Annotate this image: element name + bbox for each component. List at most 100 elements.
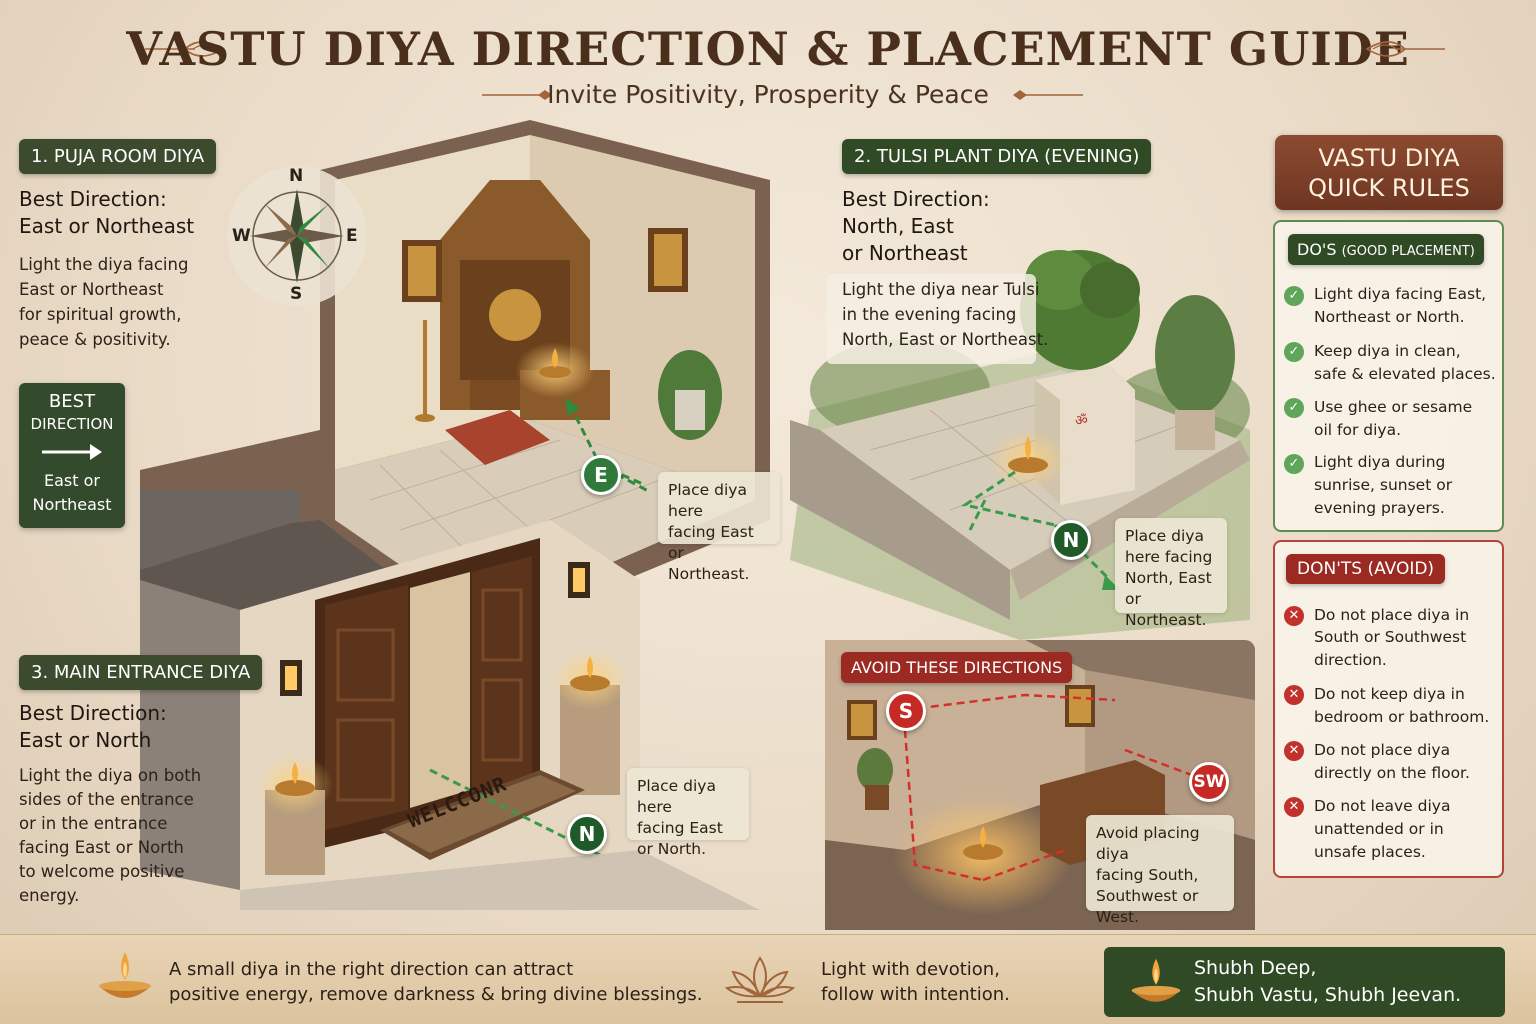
page-title: VASTU DIYA DIRECTION & PLACEMENT GUIDE bbox=[126, 22, 1410, 76]
compass-w-label: W bbox=[232, 226, 251, 246]
do-item-4-line2: sunrise, sunset or bbox=[1314, 476, 1453, 494]
dont-item-4-line1: Do not leave diya bbox=[1314, 797, 1451, 815]
dos-label: DO'S (GOOD PLACEMENT) bbox=[1288, 234, 1484, 265]
cross-icon: ✕ bbox=[1284, 741, 1304, 761]
entrance-callout-line2: facing East bbox=[637, 819, 723, 837]
entrance-body-line3: or in the entrance bbox=[19, 814, 168, 833]
avoid-callout-line4: West. bbox=[1096, 908, 1140, 926]
do-item-4-line1: Light diya during bbox=[1314, 453, 1446, 471]
tulsi-plant-illustration: ॐ bbox=[790, 250, 1250, 640]
tulsi-label: 2. TULSI PLANT DIYA (EVENING) bbox=[842, 139, 1152, 174]
puja-callout-line2: facing East bbox=[668, 523, 754, 541]
dont-item-2-line1: Do not keep diya in bbox=[1314, 685, 1465, 703]
footer-left-line2: positive energy, remove darkness & bring… bbox=[169, 984, 703, 1005]
footer-right-line2: Shubh Vastu, Shubh Jeevan. bbox=[1194, 984, 1462, 1006]
entrance-callout-line3: or North. bbox=[637, 840, 707, 858]
footer-middle-line1: Light with devotion, bbox=[821, 959, 1000, 980]
tulsi-body-panel bbox=[826, 274, 1036, 364]
do-item-2-line2: safe & elevated places. bbox=[1314, 365, 1496, 383]
tulsi-callout-line2: here facing bbox=[1125, 548, 1213, 566]
footer-middle-line2: follow with intention. bbox=[821, 984, 1010, 1005]
compass-n-label: N bbox=[289, 166, 304, 186]
entrance-body-line6: energy. bbox=[19, 886, 80, 905]
best-direction-box: BEST DIRECTION East or Northeast bbox=[19, 383, 125, 528]
tulsi-callout-line1: Place diya bbox=[1125, 527, 1204, 545]
tulsi-heading-line3: or Northeast bbox=[842, 241, 968, 265]
dos-label-main: DO'S bbox=[1297, 240, 1337, 259]
tulsi-callout: Place diya here facing North, East or No… bbox=[1115, 518, 1227, 629]
best-box-line4: Northeast bbox=[32, 495, 112, 514]
tulsi-body-line1: Light the diya near Tulsi bbox=[842, 280, 1040, 299]
do-item-3-line1: Use ghee or sesame bbox=[1314, 398, 1473, 416]
entrance-callout-line1: Place diya here bbox=[637, 777, 716, 816]
left-leaf-ornament-icon bbox=[145, 41, 225, 57]
cross-icon: ✕ bbox=[1284, 685, 1304, 705]
do-item-2-line1: Keep diya in clean, bbox=[1314, 342, 1461, 360]
do-item-4-line3: evening prayers. bbox=[1314, 499, 1445, 517]
do-item-3-line2: oil for diya. bbox=[1314, 421, 1402, 439]
quick-rules-title-line2: QUICK RULES bbox=[1308, 174, 1470, 202]
compass-s-label: S bbox=[290, 284, 303, 304]
avoid-callout-line3: Southwest or bbox=[1096, 887, 1199, 905]
puja-callout-line1: Place diya here bbox=[668, 481, 747, 520]
southwest-marker: SW bbox=[1189, 762, 1229, 802]
puja-callout: Place diya here facing East or Northeast… bbox=[658, 472, 780, 583]
north-marker-entrance: N bbox=[567, 814, 607, 854]
south-marker: S bbox=[886, 691, 926, 731]
tulsi-callout-line3: North, East bbox=[1125, 569, 1212, 587]
east-marker: E bbox=[581, 455, 621, 495]
best-box-line3: East or bbox=[44, 471, 100, 490]
puja-room-label: 1. PUJA ROOM DIYA bbox=[19, 139, 217, 174]
entrance-body-line1: Light the diya on both bbox=[19, 766, 202, 785]
subtitle-right-ornament-icon bbox=[1013, 90, 1083, 100]
puja-heading-line1: Best Direction: bbox=[19, 187, 167, 211]
dont-item-2-line2: bedroom or bathroom. bbox=[1314, 708, 1490, 726]
do-item-1-line2: Northeast or North. bbox=[1314, 308, 1465, 326]
entrance-callout: Place diya here facing East or North. bbox=[627, 768, 749, 858]
svg-text:ॐ: ॐ bbox=[1075, 413, 1088, 429]
puja-body-line2: East or Northeast bbox=[19, 280, 164, 299]
avoid-directions-label: AVOID THESE DIRECTIONS bbox=[841, 652, 1073, 683]
lotus-icon bbox=[725, 956, 795, 1003]
avoid-callout: Avoid placing diya facing South, Southwe… bbox=[1086, 815, 1234, 926]
avoid-callout-line1: Avoid placing diya bbox=[1096, 824, 1200, 863]
best-box-line2: DIRECTION bbox=[30, 415, 114, 433]
footer-right-line1: Shubh Deep, bbox=[1194, 957, 1317, 979]
tulsi-heading-line1: Best Direction: bbox=[842, 187, 990, 211]
entrance-heading-line1: Best Direction: bbox=[19, 701, 167, 725]
check-icon: ✓ bbox=[1284, 398, 1304, 418]
north-marker-tulsi: N bbox=[1051, 520, 1091, 560]
tulsi-body-line2: in the evening facing bbox=[842, 305, 1017, 324]
dont-item-4-line3: unsafe places. bbox=[1314, 843, 1426, 861]
quick-rules-title-line1: VASTU DIYA bbox=[1318, 144, 1460, 172]
check-icon: ✓ bbox=[1284, 342, 1304, 362]
cross-icon: ✕ bbox=[1284, 797, 1304, 817]
footer-blessing-box: Shubh Deep, Shubh Vastu, Shubh Jeevan. bbox=[1104, 947, 1505, 1017]
diya-icon bbox=[1131, 958, 1181, 1002]
tulsi-callout-line4: or Northeast. bbox=[1125, 590, 1207, 629]
dont-item-1-line1: Do not place diya in bbox=[1314, 606, 1470, 624]
dont-item-3-line1: Do not place diya bbox=[1314, 741, 1451, 759]
dos-panel bbox=[1273, 220, 1504, 532]
right-arrow-icon bbox=[42, 444, 102, 460]
puja-heading-line2: East or Northeast bbox=[19, 214, 195, 238]
footer-left-line1: A small diya in the right direction can … bbox=[169, 959, 574, 980]
entrance-heading-line2: East or North bbox=[19, 728, 152, 752]
diya-icon bbox=[99, 952, 151, 998]
dont-item-1-line2: South or Southwest bbox=[1314, 628, 1467, 646]
tulsi-heading-line2: North, East bbox=[842, 214, 954, 238]
quick-rules-header: VASTU DIYA QUICK RULES bbox=[1275, 135, 1503, 210]
donts-panel bbox=[1273, 540, 1504, 878]
check-icon: ✓ bbox=[1284, 454, 1304, 474]
subtitle-left-ornament-icon bbox=[482, 90, 552, 100]
entrance-body-line4: facing East or North bbox=[19, 838, 184, 857]
puja-callout-line3: or Northeast. bbox=[668, 544, 750, 583]
page-subtitle: Invite Positivity, Prosperity & Peace bbox=[547, 80, 989, 109]
main-entrance-label: 3. MAIN ENTRANCE DIYA bbox=[19, 655, 263, 690]
dont-item-1-line3: direction. bbox=[1314, 651, 1387, 669]
cross-icon: ✕ bbox=[1284, 606, 1304, 626]
avoid-callout-line2: facing South, bbox=[1096, 866, 1199, 884]
right-leaf-ornament-icon bbox=[1365, 41, 1445, 57]
entrance-body-line5: to welcome positive bbox=[19, 862, 185, 881]
do-item-1-line1: Light diya facing East, bbox=[1314, 285, 1487, 303]
